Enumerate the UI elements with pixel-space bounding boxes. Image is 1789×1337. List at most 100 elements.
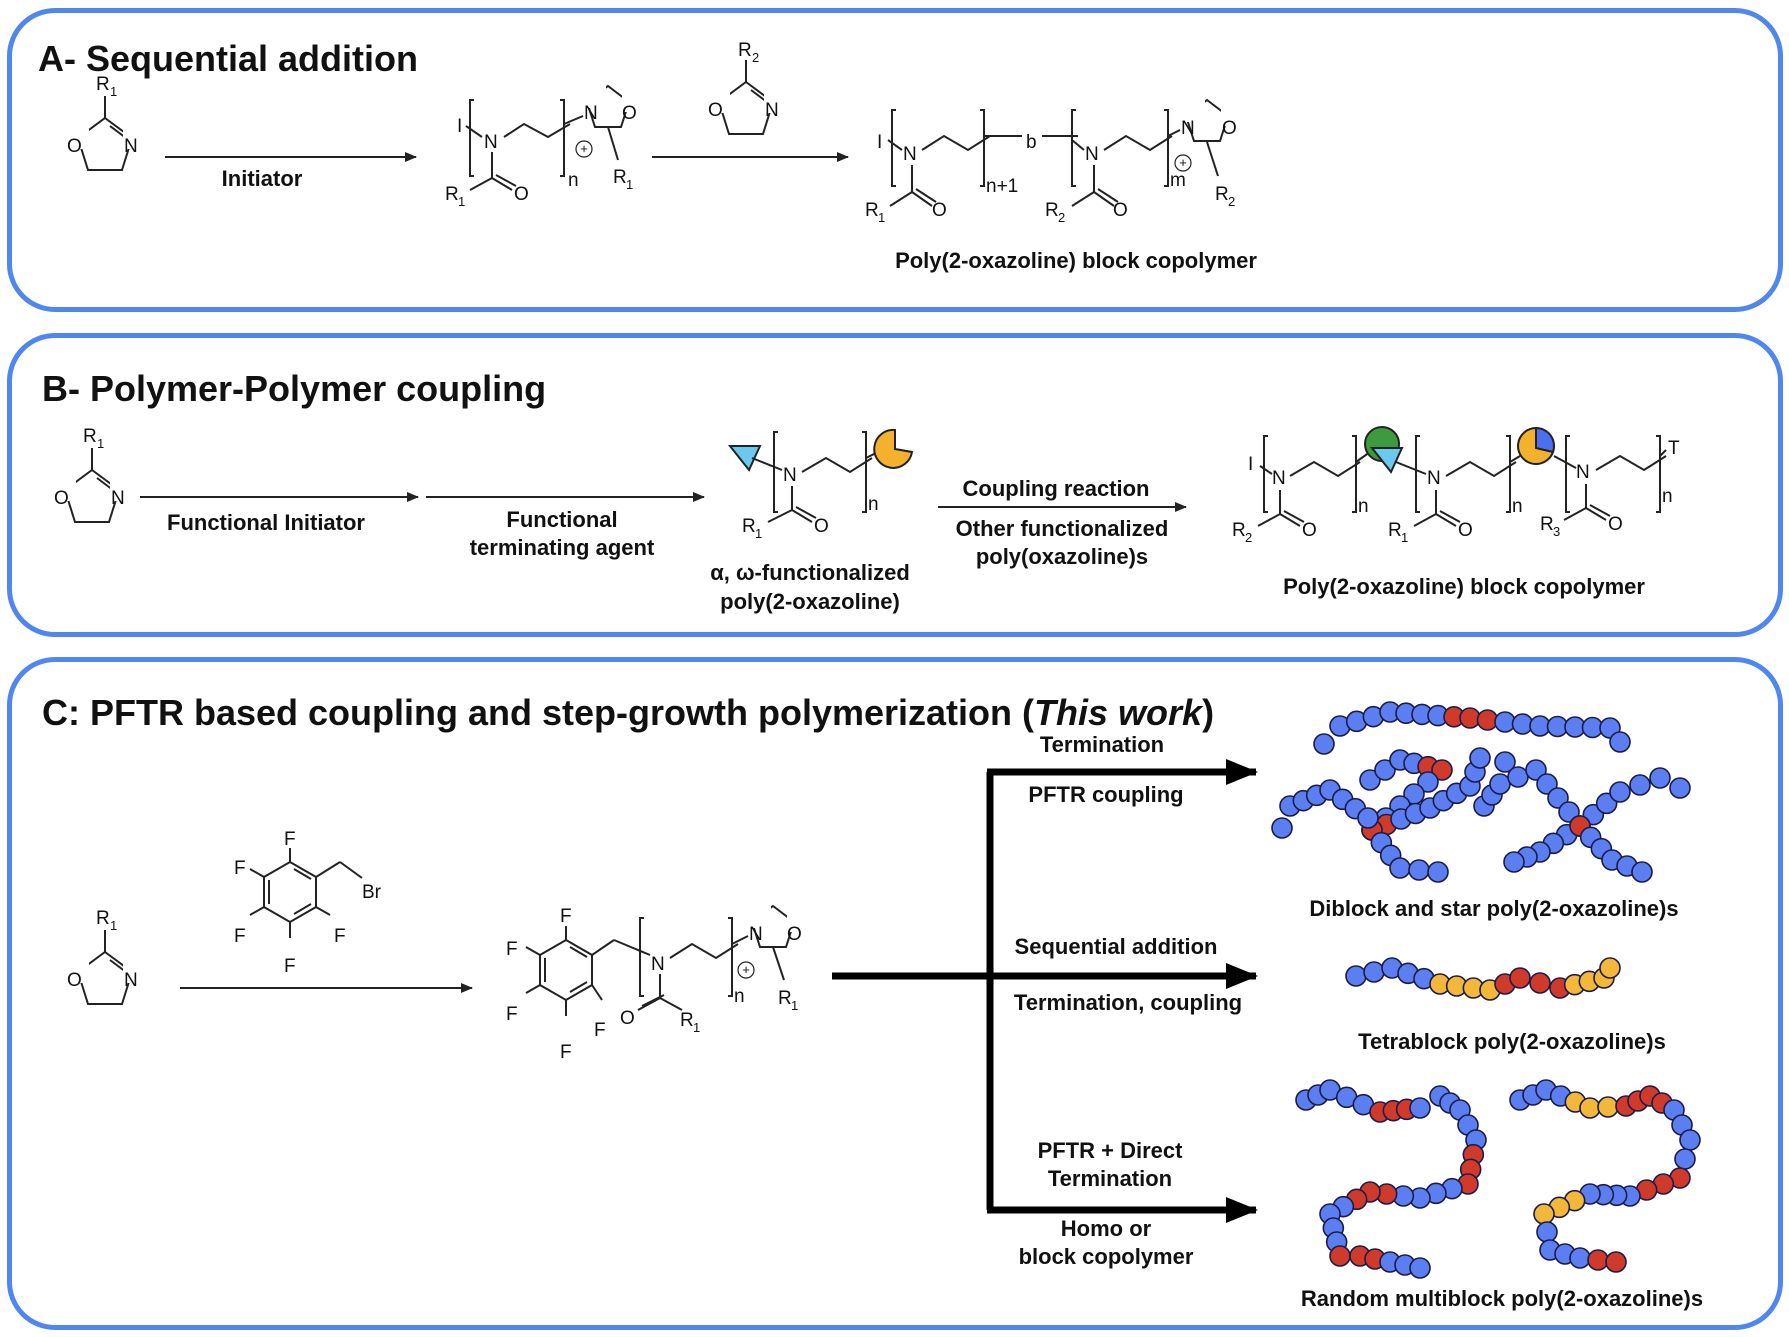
random-multiblock-chain (1509, 1079, 1701, 1273)
r-group: R (613, 167, 627, 188)
star-arm (1569, 815, 1653, 883)
r-subscript: 1 (791, 998, 798, 1013)
diblock-chain (1313, 701, 1631, 755)
r-subscript: 1 (97, 436, 104, 451)
r-subscript: 1 (693, 1020, 700, 1035)
plus-sign: + (1179, 155, 1187, 170)
polymer-bead (1579, 1097, 1601, 1119)
r-subscript: 2 (1228, 194, 1235, 209)
panel-b-step3-label-bottom-1: Other functionalized (956, 516, 1169, 541)
r-group: R (738, 40, 752, 61)
initiator-symbol: I (877, 132, 882, 153)
oxygen-atom: O (708, 100, 723, 121)
oxygen-atom: O (814, 516, 829, 537)
polymer-bead (1313, 733, 1335, 755)
branch3-label-top-2: Termination (1048, 1166, 1172, 1191)
oxygen-atom: O (514, 184, 529, 205)
panel-b-monomer: O N R 1 (54, 426, 131, 523)
branch1-label-bottom: PFTR coupling (1028, 782, 1183, 807)
terminator-marker-pacman (873, 428, 914, 469)
polymer-bead (1587, 1249, 1609, 1271)
nitrogen-atom: N (1576, 462, 1590, 483)
panel-b-intermediate-label-2: poly(2-oxazoline) (720, 589, 900, 614)
nitrogen-atom: N (749, 924, 763, 945)
panel-a-monomer: O N R 1 (67, 74, 144, 171)
r-subscript: 3 (1553, 524, 1560, 539)
polymer-bead (1507, 766, 1529, 788)
repeat-n: n (1512, 496, 1523, 517)
cation-charge (575, 140, 593, 158)
panel-b-step2-label-1: Functional (506, 507, 617, 532)
r-subscript: 1 (878, 210, 885, 225)
polymer-bead (1674, 1148, 1696, 1170)
polymer-bead (1489, 773, 1511, 795)
initiator-marker-triangle (727, 445, 762, 472)
oxygen-atom: O (1608, 514, 1623, 535)
branch1-label-top: Termination (1040, 732, 1164, 757)
branch2-label-top: Sequential addition (1015, 934, 1218, 959)
fluorine-atom: F (234, 858, 246, 879)
oxygen-atom: O (67, 970, 82, 991)
oxygen-atom: O (620, 1008, 635, 1029)
panel-b-title: B- Polymer-Polymer coupling (42, 368, 547, 409)
polymer-bead-illustrations (1271, 701, 1701, 1279)
coupling-marker-triangle (1369, 447, 1404, 474)
r-subscript: 2 (752, 50, 759, 65)
r-group: R (1540, 514, 1554, 535)
panel-c-title: C: PFTR based coupling and step-growth p… (42, 692, 1214, 734)
polymer-bead (1536, 1221, 1558, 1243)
nitrogen-atom: N (1181, 118, 1195, 139)
fluorine-atom: F (594, 1020, 606, 1041)
nitrogen-atom: N (124, 136, 138, 157)
fluorine-atom: F (506, 1004, 518, 1025)
branch3-product-label: Random multiblock poly(2-oxazoline)s (1301, 1286, 1703, 1311)
panel-c-title-italic: This work (1034, 692, 1203, 733)
panel-b-step3-label-top: Coupling reaction (963, 476, 1150, 501)
oxygen-atom: O (1458, 520, 1473, 541)
panel-a-living-chain: I N R 1 O n N O R 1 + (445, 85, 641, 209)
oxygen-atom: O (622, 103, 637, 124)
r-subscript: 2 (1245, 530, 1252, 545)
polymer-bead (1599, 957, 1621, 979)
oxygen-atom: O (932, 200, 947, 221)
polymer-bead (1427, 861, 1449, 883)
block-linker: b (1026, 132, 1037, 153)
repeat-m: m (1170, 170, 1186, 191)
polymer-bead (1408, 859, 1430, 881)
fluorine-atom: F (284, 956, 296, 977)
polymer-bead (1525, 759, 1547, 781)
branch1-product-label: Diblock and star poly(2-oxazoline)s (1309, 896, 1678, 921)
polymer-bead (1503, 851, 1525, 873)
r-subscript: 1 (110, 918, 117, 933)
r-group: R (96, 74, 110, 95)
nitrogen-atom: N (111, 488, 125, 509)
oxygen-atom: O (1222, 118, 1237, 139)
polymer-bead (1609, 731, 1631, 753)
repeat-n: n (1662, 486, 1673, 507)
pentafluorobenzyl-bromide: F F F F F Br (234, 829, 382, 977)
r-group: R (1215, 184, 1229, 205)
oxygen-atom: O (1302, 520, 1317, 541)
panel-c-fluorinated-chain: F F F F F N n O R 1 N O R 1 + (506, 905, 806, 1063)
r-group: R (778, 988, 792, 1009)
polymer-bead (1389, 857, 1411, 879)
branch3-label-bottom-2: block copolymer (1019, 1244, 1194, 1269)
polymer-bead (1533, 1203, 1555, 1225)
r-subscript: 1 (110, 84, 117, 99)
polymer-bead (1374, 759, 1396, 781)
oxygen-atom: O (54, 488, 69, 509)
polymer-bead (1363, 961, 1385, 983)
nitrogen-atom: N (903, 144, 917, 165)
panel-b-step1-label: Functional Initiator (167, 510, 365, 535)
polymer-bead (1605, 1251, 1627, 1273)
panel-a-second-monomer: O N R 2 (708, 40, 785, 135)
repeat-n: n (1358, 496, 1369, 517)
polymer-bead (1409, 1097, 1431, 1119)
polymer-bead (1329, 1245, 1351, 1267)
r-group: R (680, 1010, 694, 1031)
star-arm (1271, 779, 1379, 839)
panel-c-title-end: ) (1202, 692, 1215, 733)
tetrablock-chain (1345, 957, 1621, 1001)
